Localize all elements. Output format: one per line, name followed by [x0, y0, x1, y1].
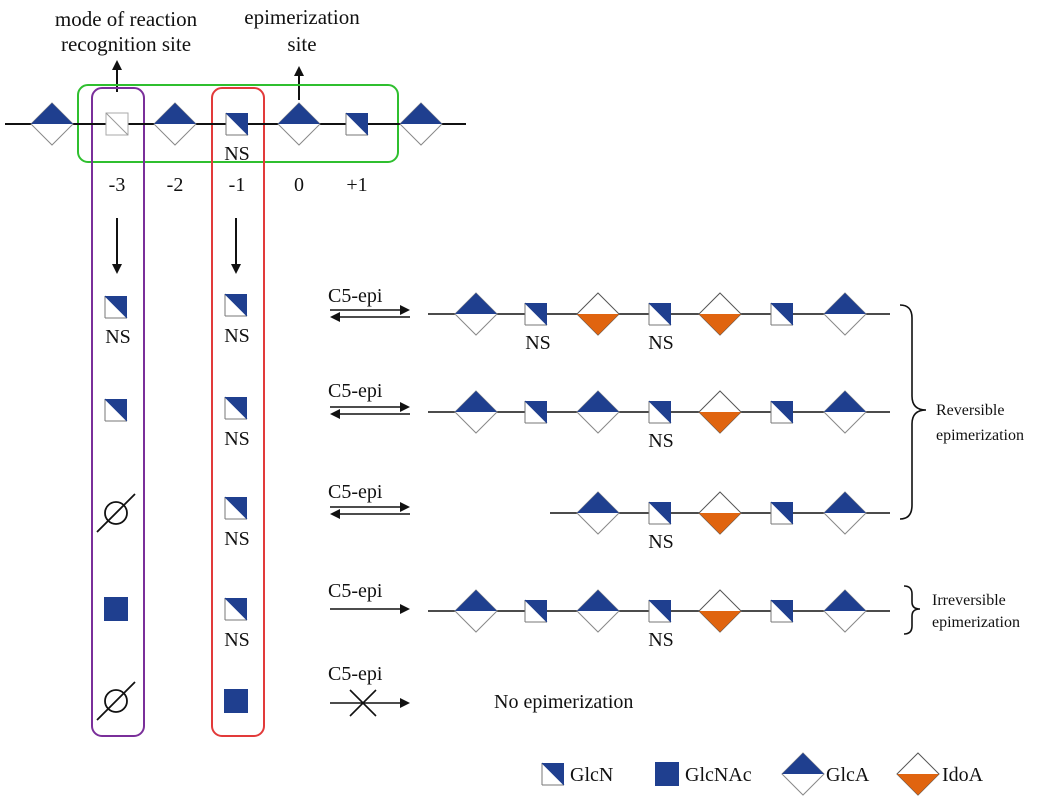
glcn-icon — [224, 396, 248, 420]
reversible-label-line2: epimerization — [936, 427, 1024, 444]
enzyme-label: C5-epi — [328, 663, 383, 685]
product-ns-label: NS — [648, 430, 674, 452]
red-column-box — [211, 87, 265, 737]
idoa-icon — [576, 292, 620, 336]
idoa-icon — [698, 589, 742, 633]
position-label: 0 — [294, 174, 304, 196]
legend-glcn-label: GlcN — [570, 764, 613, 786]
recognition-site-label-line2: recognition site — [61, 32, 191, 56]
any-residue-icon — [96, 493, 136, 533]
glca-icon — [781, 752, 825, 796]
irreversible-label-line2: epimerization — [932, 614, 1020, 631]
glcn-icon — [770, 302, 794, 326]
enzyme-label: C5-epi — [328, 285, 383, 307]
idoa-icon — [698, 390, 742, 434]
glcn-icon — [225, 112, 249, 136]
recognition-site-label-line1: mode of reaction — [55, 7, 198, 31]
position-label: -2 — [167, 174, 184, 196]
glcn-icon — [770, 400, 794, 424]
glcn-icon — [224, 496, 248, 520]
enzyme-label: C5-epi — [328, 481, 383, 503]
product-ns-label: NS — [648, 332, 674, 354]
idoa-icon — [698, 491, 742, 535]
substrate-ns-label: NS — [224, 143, 250, 165]
glca-icon — [30, 102, 74, 146]
glca-icon — [153, 102, 197, 146]
variant-ns-label: NS — [224, 325, 250, 347]
epimerization-site-label-line2: site — [287, 32, 316, 56]
glca-icon — [576, 491, 620, 535]
glcn-icon — [104, 295, 128, 319]
glca-icon — [823, 589, 867, 633]
product-ns-label: NS — [525, 332, 551, 354]
glcn-icon — [345, 112, 369, 136]
glcn-icon — [224, 597, 248, 621]
glcnac-icon — [224, 689, 248, 713]
enzyme-label: C5-epi — [328, 580, 383, 602]
glcn-icon — [224, 293, 248, 317]
legend-idoa-label: IdoA — [942, 764, 984, 786]
position-label: -1 — [229, 174, 246, 196]
irreversible-bracket — [903, 585, 921, 635]
reversible-label-line1: Reversible — [936, 402, 1004, 419]
glca-icon — [576, 390, 620, 434]
idoa-icon — [698, 292, 742, 336]
glca-icon — [823, 491, 867, 535]
glcn-icon — [648, 599, 672, 623]
product-ns-label: NS — [648, 531, 674, 553]
enzyme-label: C5-epi — [328, 380, 383, 402]
reversible-bracket — [899, 304, 927, 520]
glcn-icon — [770, 501, 794, 525]
glcn-icon — [104, 398, 128, 422]
idoa-icon — [896, 752, 940, 796]
glcn-icon — [770, 599, 794, 623]
purple-column-box — [91, 87, 145, 737]
position-label: -3 — [109, 174, 126, 196]
glcn-placeholder-icon — [105, 112, 129, 136]
glcnac-icon — [655, 762, 679, 786]
variant-ns-label: NS — [224, 428, 250, 450]
legend: GlcN GlcNAc GlcA IdoA — [541, 752, 984, 796]
glca-icon — [399, 102, 443, 146]
glca-icon — [823, 292, 867, 336]
glca-icon — [454, 390, 498, 434]
glcn-icon — [541, 762, 565, 786]
irreversible-label-line1: Irreversible — [932, 592, 1006, 609]
product-ns-label: NS — [648, 629, 674, 651]
legend-glca-label: GlcA — [826, 764, 870, 786]
legend-glcnac-label: GlcNAc — [685, 764, 752, 786]
glca-icon — [454, 292, 498, 336]
epimerization-site-label-line1: epimerization — [244, 5, 360, 29]
block-cross — [349, 689, 377, 717]
glca-icon — [454, 589, 498, 633]
glcn-icon — [648, 400, 672, 424]
glcn-icon — [524, 302, 548, 326]
glca-icon — [277, 102, 321, 146]
glcn-icon — [648, 302, 672, 326]
any-residue-icon — [96, 681, 136, 721]
no-epimerization-label: No epimerization — [494, 691, 633, 713]
glcn-icon — [524, 400, 548, 424]
glca-icon — [576, 589, 620, 633]
glca-icon — [823, 390, 867, 434]
glcn-icon — [524, 599, 548, 623]
glcn-icon — [648, 501, 672, 525]
variant-ns-label: NS — [105, 326, 131, 348]
variant-ns-label: NS — [224, 629, 250, 651]
position-label: +1 — [346, 174, 367, 196]
variant-ns-label: NS — [224, 528, 250, 550]
glcnac-icon — [104, 597, 128, 621]
